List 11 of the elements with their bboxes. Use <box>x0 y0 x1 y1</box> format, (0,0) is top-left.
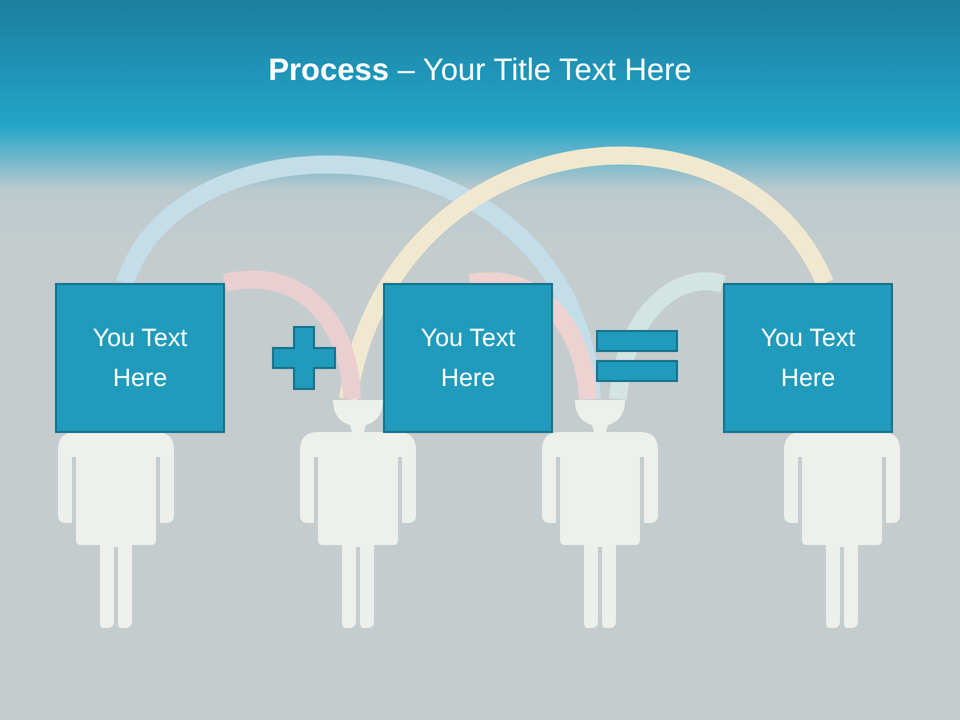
arc-connector <box>339 146 833 402</box>
box-text: You Text Here <box>760 323 856 394</box>
text-box <box>723 283 893 433</box>
slide-title: Process – Your Title Text Here <box>268 52 692 88</box>
box-text: You Text Here <box>92 323 188 394</box>
text-box <box>55 283 225 433</box>
text-box <box>383 283 553 433</box>
arc-connector <box>224 270 361 400</box>
box-text: You Text Here <box>420 323 516 394</box>
arc-connector <box>116 156 601 401</box>
arc-connector <box>469 272 597 400</box>
